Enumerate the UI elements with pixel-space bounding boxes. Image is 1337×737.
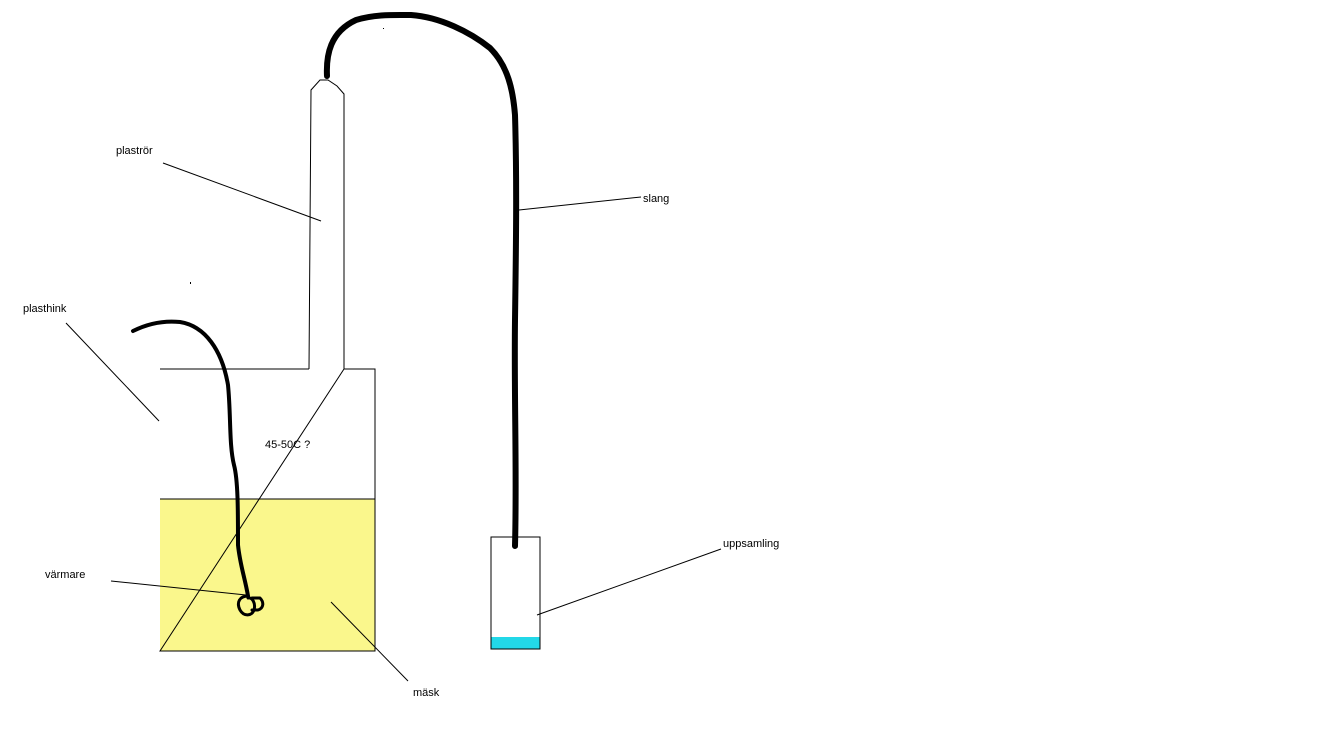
collected-liquid bbox=[491, 637, 540, 649]
label-slang: slang bbox=[643, 193, 669, 205]
hose bbox=[323, 11, 520, 549]
heater-element bbox=[236, 594, 265, 617]
plastic-container bbox=[159, 368, 376, 652]
collection-vessel bbox=[490, 536, 541, 650]
leader-line-varmare bbox=[110, 580, 247, 596]
leader-line-uppsamling bbox=[536, 548, 722, 616]
plastic-tube bbox=[308, 79, 345, 370]
speck bbox=[383, 28, 384, 29]
label-varmare: värmare bbox=[45, 569, 85, 581]
speck bbox=[190, 282, 191, 284]
label-plastror: plaströr bbox=[116, 145, 153, 157]
leader-line-slang bbox=[518, 196, 642, 211]
vessel-outline bbox=[490, 536, 541, 650]
label-temperature: 45-50C ? bbox=[265, 439, 310, 451]
leader-line-plastror bbox=[162, 162, 322, 222]
label-mask: mäsk bbox=[413, 687, 440, 699]
heater-cable bbox=[131, 319, 250, 598]
label-uppsamling: uppsamling bbox=[723, 538, 779, 550]
label-plasthink: plasthink bbox=[23, 303, 67, 315]
container-outline bbox=[159, 368, 376, 652]
mash-liquid bbox=[160, 499, 375, 651]
leader-line-mask bbox=[330, 601, 409, 682]
leader-line-plasthink bbox=[65, 322, 160, 422]
